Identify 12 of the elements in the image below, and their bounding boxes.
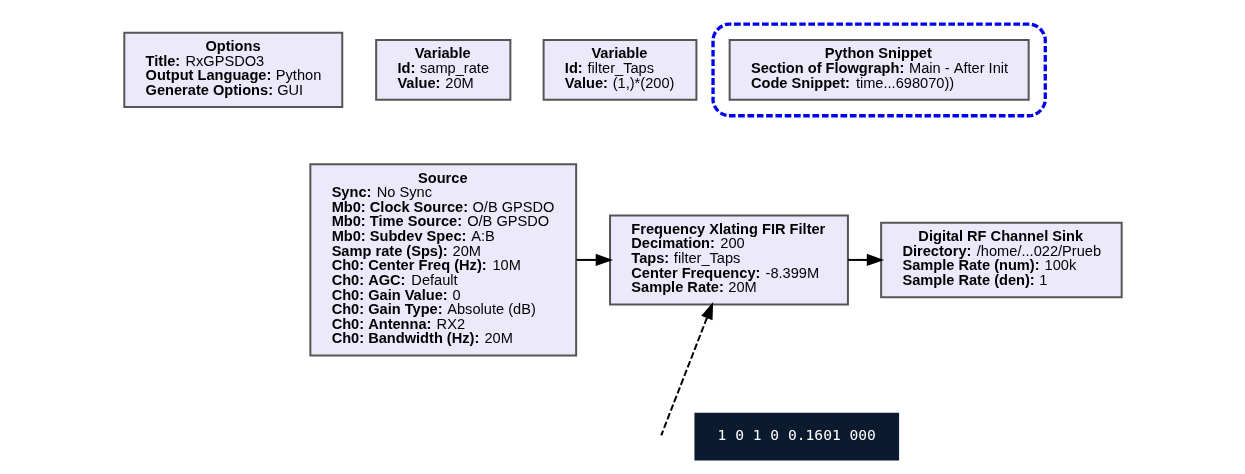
node-box: Python Snippet Section of Flowgraph: Main - After Init Code Snippet: time...698070)): [728, 39, 1030, 101]
node-box: Variable Id: filter_Taps Value: (1,)*(200): [542, 39, 697, 101]
node-box: Options Title: RxGPSDO3 Output Language: Python Generate Options: GUI: [122, 31, 343, 109]
arrow: [659, 301, 713, 437]
arrow: [575, 253, 613, 266]
node-box: Frequency Xlating FIR Filter Decimation: 200 Taps: filter_Taps Center Frequency: -8.399M Sample Rate: 20M: [608, 214, 849, 306]
cluster: [710, 22, 1047, 118]
node-box: Source Sync: No Sync Mb0: Clock Source: O/B GPSDO Mb0: Time Source: O/B GPSDO Mb0: Subdev Spec: A:B Samp rate (Sps): 20M Ch0: Center Freq (Hz): 10M Ch0: AGC: Default Ch0: Gain Value: 0 Ch0: Gain Type: Absolute (dB) Ch0: Antenna: RX2 Ch0: Bandwidth (Hz): 20M: [308, 163, 577, 357]
label: 1 0 1 0 0.1601 000: [717, 426, 876, 444]
node-box: Variable Id: samp_rate Value: 20M: [374, 39, 511, 101]
node-box: Digital RF Channel Sink Directory: /home/...022/Prueb Sample Rate (num): 100k Sample Rate (den): 1: [879, 221, 1123, 299]
arrow: [846, 253, 884, 266]
